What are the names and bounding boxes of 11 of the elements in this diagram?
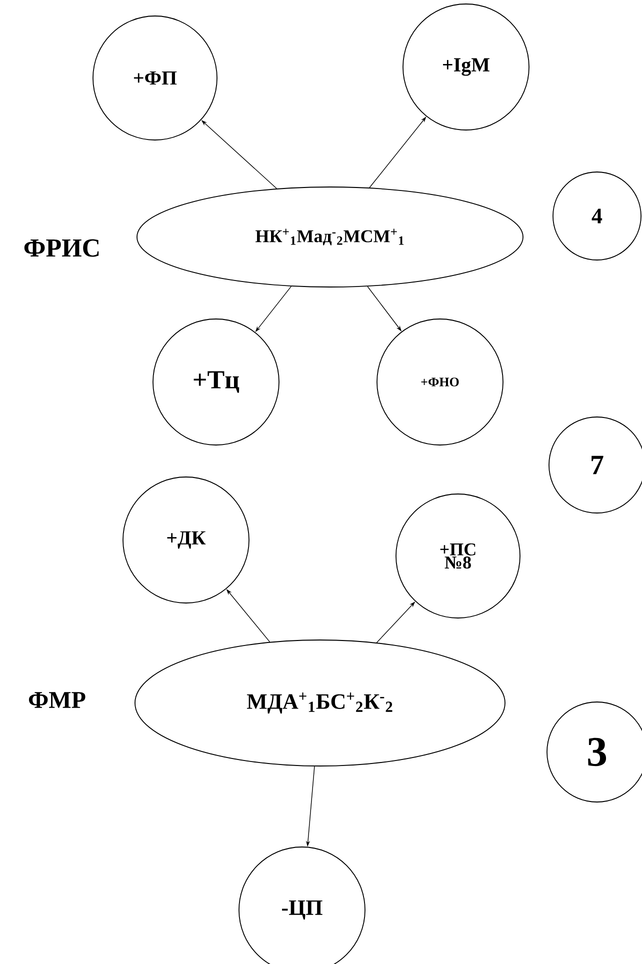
circle-node: +ПС №8 (396, 494, 520, 618)
group-label: ФРИС (24, 239, 99, 257)
circle-node: +ФНО (376, 318, 504, 446)
ellipse-node: МДА$^{+}$$_{1}$БС$^{+}$$_{2}$К$^{-}$2 (134, 640, 506, 766)
circle-node: +ДК (122, 476, 250, 604)
circle-node: +ФП (92, 16, 218, 140)
circle-node: +IgM (402, 4, 530, 130)
ellipse-node: НК$^{+}$$_{1}$Мад$^{-}$$_{2}$МСМ$^{+}$1 (136, 186, 524, 288)
group-label: ФМР (28, 692, 86, 708)
circle-node: +Тц (152, 318, 280, 446)
circle-node: 4 (552, 172, 642, 260)
